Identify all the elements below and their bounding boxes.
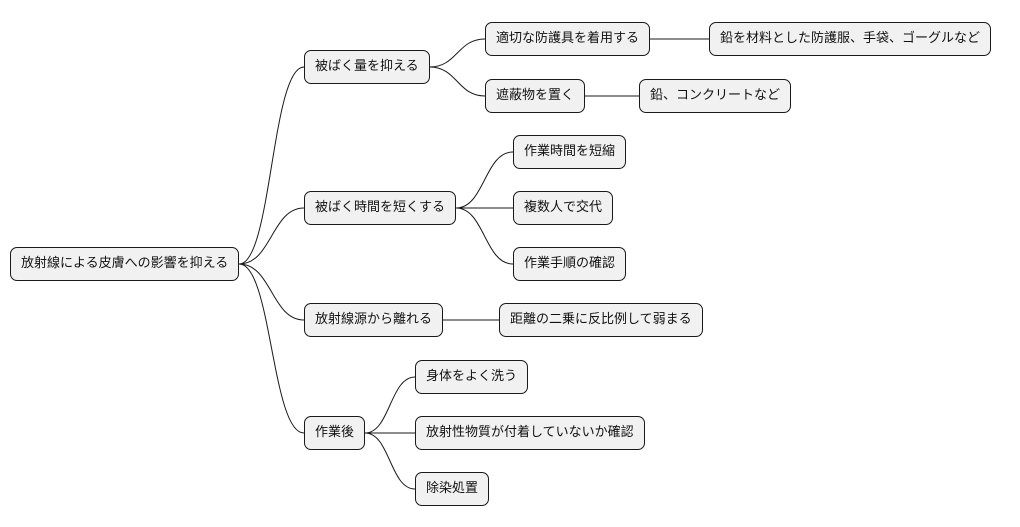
edge-root-node-to-branch-node-reduce-dose bbox=[239, 66, 305, 265]
edge-branch-node-shorten-time-to-leaf-node-check-procedure bbox=[456, 207, 514, 265]
edge-root-node-to-branch-node-after-work bbox=[239, 263, 305, 434]
leaf-node-shielding: 遮蔽物を置く bbox=[485, 79, 586, 113]
leaf-node-decontamination: 除染処置 bbox=[415, 472, 490, 506]
edge-root-node-to-branch-node-keep-distance bbox=[239, 263, 305, 321]
edge-branch-node-after-work-to-leaf-node-decontamination bbox=[364, 432, 416, 490]
edge-branch-node-reduce-dose-to-leaf-node-shielding bbox=[429, 66, 486, 97]
leaf-node-lead-concrete: 鉛、コンクリートなど bbox=[639, 79, 792, 113]
branch-node-reduce-dose: 被ばく量を抑える bbox=[304, 50, 430, 84]
leaf-node-inverse-square: 距離の二乗に反比例して弱まる bbox=[499, 303, 703, 337]
branch-node-keep-distance: 放射線源から離れる bbox=[304, 303, 444, 337]
leaf-node-protective-gear: 適切な防護具を着用する bbox=[485, 22, 651, 56]
leaf-node-shorten-work: 作業時間を短縮 bbox=[513, 135, 627, 169]
leaf-node-check-procedure: 作業手順の確認 bbox=[513, 247, 627, 281]
edge-branch-node-shorten-time-to-leaf-node-shorten-work bbox=[456, 151, 514, 209]
edge-branch-node-reduce-dose-to-leaf-node-protective-gear bbox=[429, 38, 486, 68]
edge-root-node-to-branch-node-shorten-time bbox=[239, 207, 305, 265]
leaf-node-wash-body: 身体をよく洗う bbox=[415, 360, 529, 394]
leaf-node-take-turns: 複数人で交代 bbox=[513, 191, 614, 225]
leaf-node-lead-equipment: 鉛を材料とした防護服、手袋、ゴーグルなど bbox=[709, 22, 992, 56]
root-node: 放射線による皮膚への影響を抑える bbox=[10, 247, 240, 281]
branch-node-after-work: 作業後 bbox=[304, 416, 366, 450]
leaf-node-check-contamination: 放射性物質が付着していないか確認 bbox=[415, 416, 645, 450]
branch-node-shorten-time: 被ばく時間を短くする bbox=[304, 191, 457, 225]
edge-branch-node-after-work-to-leaf-node-wash-body bbox=[364, 376, 416, 434]
